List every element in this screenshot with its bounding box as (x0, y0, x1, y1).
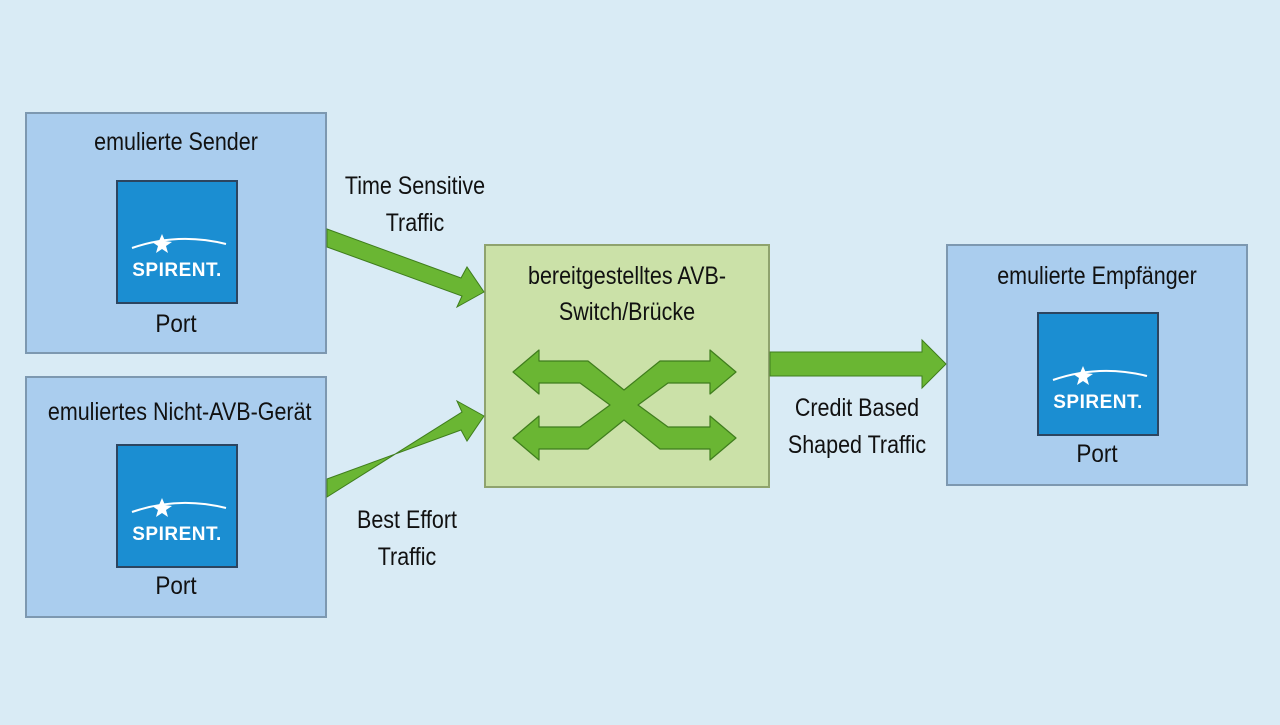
switch-cross-arrows-icon (512, 349, 737, 461)
receiver-box: emulierte Empfänger SPIRENT. Port (946, 244, 1248, 486)
spirent-star-icon (1052, 366, 1148, 385)
sender-port-label: Port (155, 310, 197, 338)
credit-based-label-line1: Credit Based (794, 394, 920, 422)
non-avb-logo-text: SPIRENT. (132, 524, 222, 545)
non-avb-port-label: Port (155, 572, 197, 600)
time-sensitive-label-line1: Time Sensitive (344, 172, 486, 200)
best-effort-label-line2: Traffic (377, 543, 437, 571)
best-effort-label: Best Effort Traffic (325, 502, 488, 576)
sender-box: emulierte Sender SPIRENT. Port (25, 112, 327, 354)
receiver-title: emulierte Empfänger (997, 262, 1197, 290)
credit-based-label-line2: Shaped Traffic (787, 431, 927, 459)
credit-based-arrow (769, 338, 947, 390)
sender-spirent-logo: SPIRENT. (116, 180, 238, 304)
sender-logo-text: SPIRENT. (132, 260, 222, 281)
time-sensitive-arrow (326, 228, 485, 309)
time-sensitive-label: Time Sensitive Traffic (333, 168, 496, 242)
time-sensitive-label-line2: Traffic (385, 209, 445, 237)
avb-switch-title-line1: bereitgestelltes AVB- (528, 262, 726, 290)
avb-switch-title-line2: Switch/Brücke (558, 298, 696, 326)
non-avb-box: emuliertes Nicht-AVB-Gerät SPIRENT. Port (25, 376, 327, 618)
receiver-spirent-logo: SPIRENT. (1037, 312, 1159, 436)
best-effort-arrow (326, 399, 485, 498)
sender-title: emulierte Sender (94, 128, 258, 156)
receiver-logo-text: SPIRENT. (1053, 392, 1143, 413)
credit-based-label: Credit Based Shaped Traffic (775, 390, 938, 464)
receiver-port-label: Port (1076, 440, 1118, 468)
non-avb-spirent-logo: SPIRENT. (116, 444, 238, 568)
best-effort-label-line1: Best Effort (356, 506, 457, 534)
spirent-star-icon (131, 498, 227, 517)
avb-switch-title: bereitgestelltes AVB- Switch/Brücke (506, 258, 749, 330)
spirent-star-icon (131, 234, 227, 253)
non-avb-title: emuliertes Nicht-AVB-Gerät (47, 398, 312, 426)
